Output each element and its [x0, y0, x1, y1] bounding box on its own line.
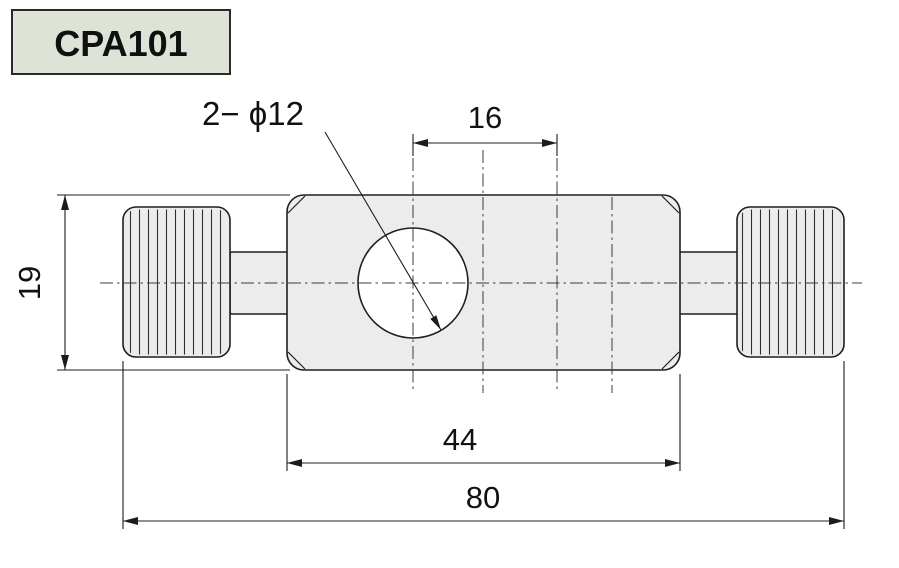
dimension-hole-spacing: 16 — [412, 100, 558, 156]
dim44-arrow-left — [287, 459, 302, 467]
left-knob-knurling — [126, 209, 227, 355]
dim44-label: 44 — [443, 422, 477, 457]
hole-callout-arrowhead — [430, 315, 441, 330]
body-chamfer-bottom-left — [287, 351, 306, 370]
hole-callout-label: 2− ϕ12 — [202, 95, 304, 132]
dimension-body-height: 19 — [12, 194, 290, 371]
dimension-body-width: 44 — [286, 374, 681, 471]
dimension-overall-width: 80 — [122, 361, 845, 529]
centerlines — [100, 150, 862, 393]
dim19-arrow-bottom — [61, 355, 69, 370]
dim19-label: 19 — [12, 266, 47, 300]
dim16-arrow-left — [413, 139, 428, 147]
dim19-arrow-top — [61, 195, 69, 210]
part-views — [122, 194, 845, 371]
dim80-arrow-left — [123, 517, 138, 525]
dim80-label: 80 — [466, 480, 500, 515]
hole-callout-leader — [324, 131, 442, 331]
body-chamfer-bottom-right — [661, 351, 680, 370]
part-number: CPA101 — [54, 23, 187, 64]
right-knob-knurling — [740, 209, 841, 355]
body-chamfer-top-left — [287, 195, 306, 214]
hole-callout: 2− ϕ12 — [202, 95, 442, 331]
dim44-arrow-right — [665, 459, 680, 467]
part-number-box — [11, 9, 231, 75]
dim16-arrow-right — [542, 139, 557, 147]
dim80-arrow-right — [829, 517, 844, 525]
dim16-label: 16 — [468, 100, 502, 135]
body-chamfer-top-right — [661, 195, 680, 214]
title-block: CPA101 — [11, 9, 231, 75]
